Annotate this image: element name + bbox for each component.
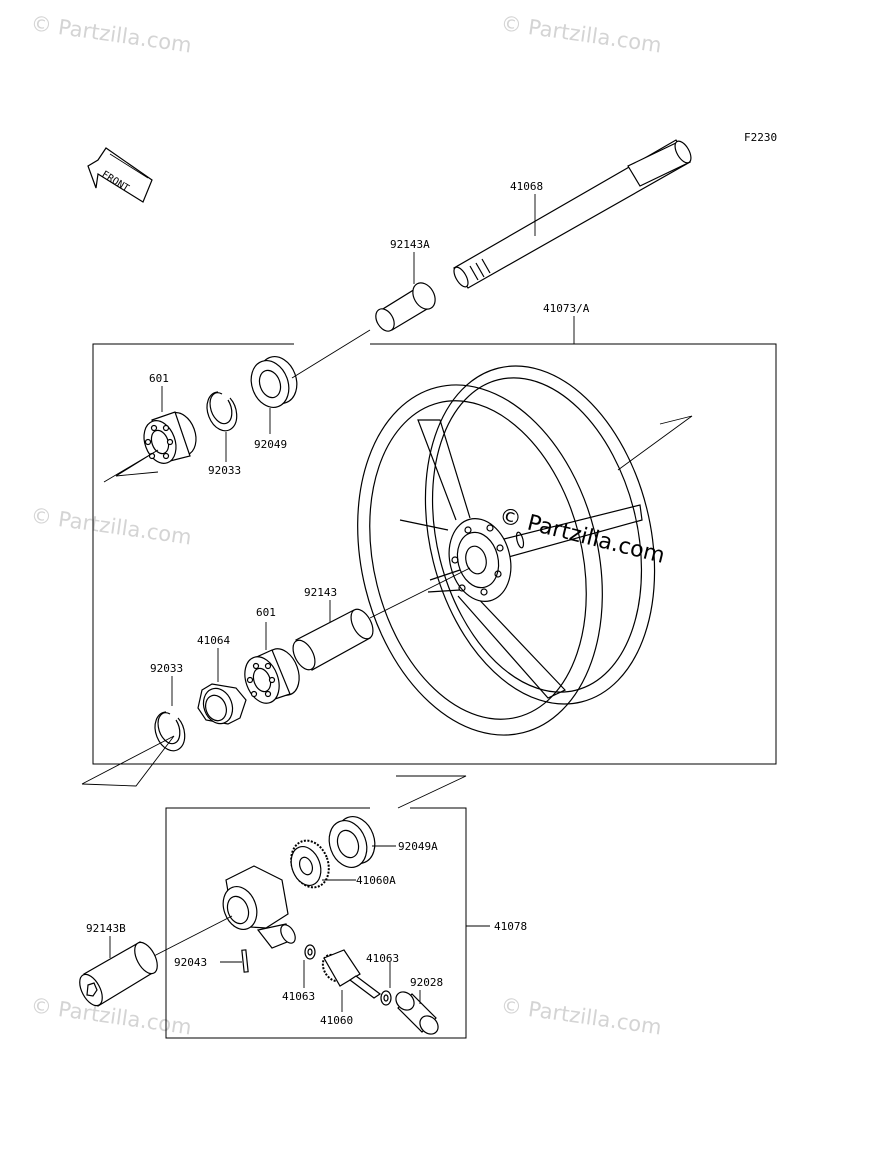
front-arrow-icon: FRONT [87,147,153,203]
watermark-top-right: © Partzilla.com [499,11,663,57]
washer-left [304,944,316,960]
collar-bottom [79,941,158,1007]
label-bearing-upper: 601 [149,372,169,385]
washer-right [380,990,392,1006]
seal-upper [250,356,298,408]
bearing-upper [143,411,197,464]
wheel [357,365,656,736]
figure-code: F2230 [744,131,777,144]
bearing-lower [244,648,300,704]
label-pin: 92043 [174,956,207,969]
label-housing-assy: 41078 [494,920,527,933]
label-washer-right: 41063 [366,952,399,965]
label-collar-top: 92143A [390,238,430,251]
circlip-upper [206,391,238,432]
label-washer-left: 41063 [282,990,315,1003]
axle [453,139,692,289]
label-bushing: 92028 [410,976,443,989]
seal-gear [328,816,376,868]
label-axle: 41068 [510,180,543,193]
gear [290,839,330,889]
wheel-box [92,343,777,765]
label-bearing-lower: 601 [256,606,276,619]
pinion [321,949,382,999]
gear-housing [222,865,296,949]
label-circlip-upper: 92033 [208,464,241,477]
housing-box [165,807,467,1039]
label-collar-center: 92143 [304,586,337,599]
label-circlip-lower: 92033 [150,662,183,675]
label-seal-gear: 92049A [398,840,438,853]
label-seal-upper: 92049 [254,438,287,451]
watermark-bottom-left: © Partzilla.com [29,993,193,1039]
watermark-top-left: © Partzilla.com [29,11,193,57]
watermark-bottom-right: © Partzilla.com [499,993,663,1039]
label-gear: 41060A [356,874,396,887]
bushing [395,991,439,1035]
collar-top [375,282,436,332]
collar-center [292,608,374,671]
label-wheel: 41073/A [543,302,590,315]
pin [241,949,249,973]
label-hub-ring: 41064 [197,634,230,647]
label-collar-bottom: 92143B [86,922,126,935]
circlip-lower [154,711,186,752]
label-pinion: 41060 [320,1014,353,1027]
hub-ring [197,683,247,725]
watermark-mid-left: © Partzilla.com [29,503,193,549]
